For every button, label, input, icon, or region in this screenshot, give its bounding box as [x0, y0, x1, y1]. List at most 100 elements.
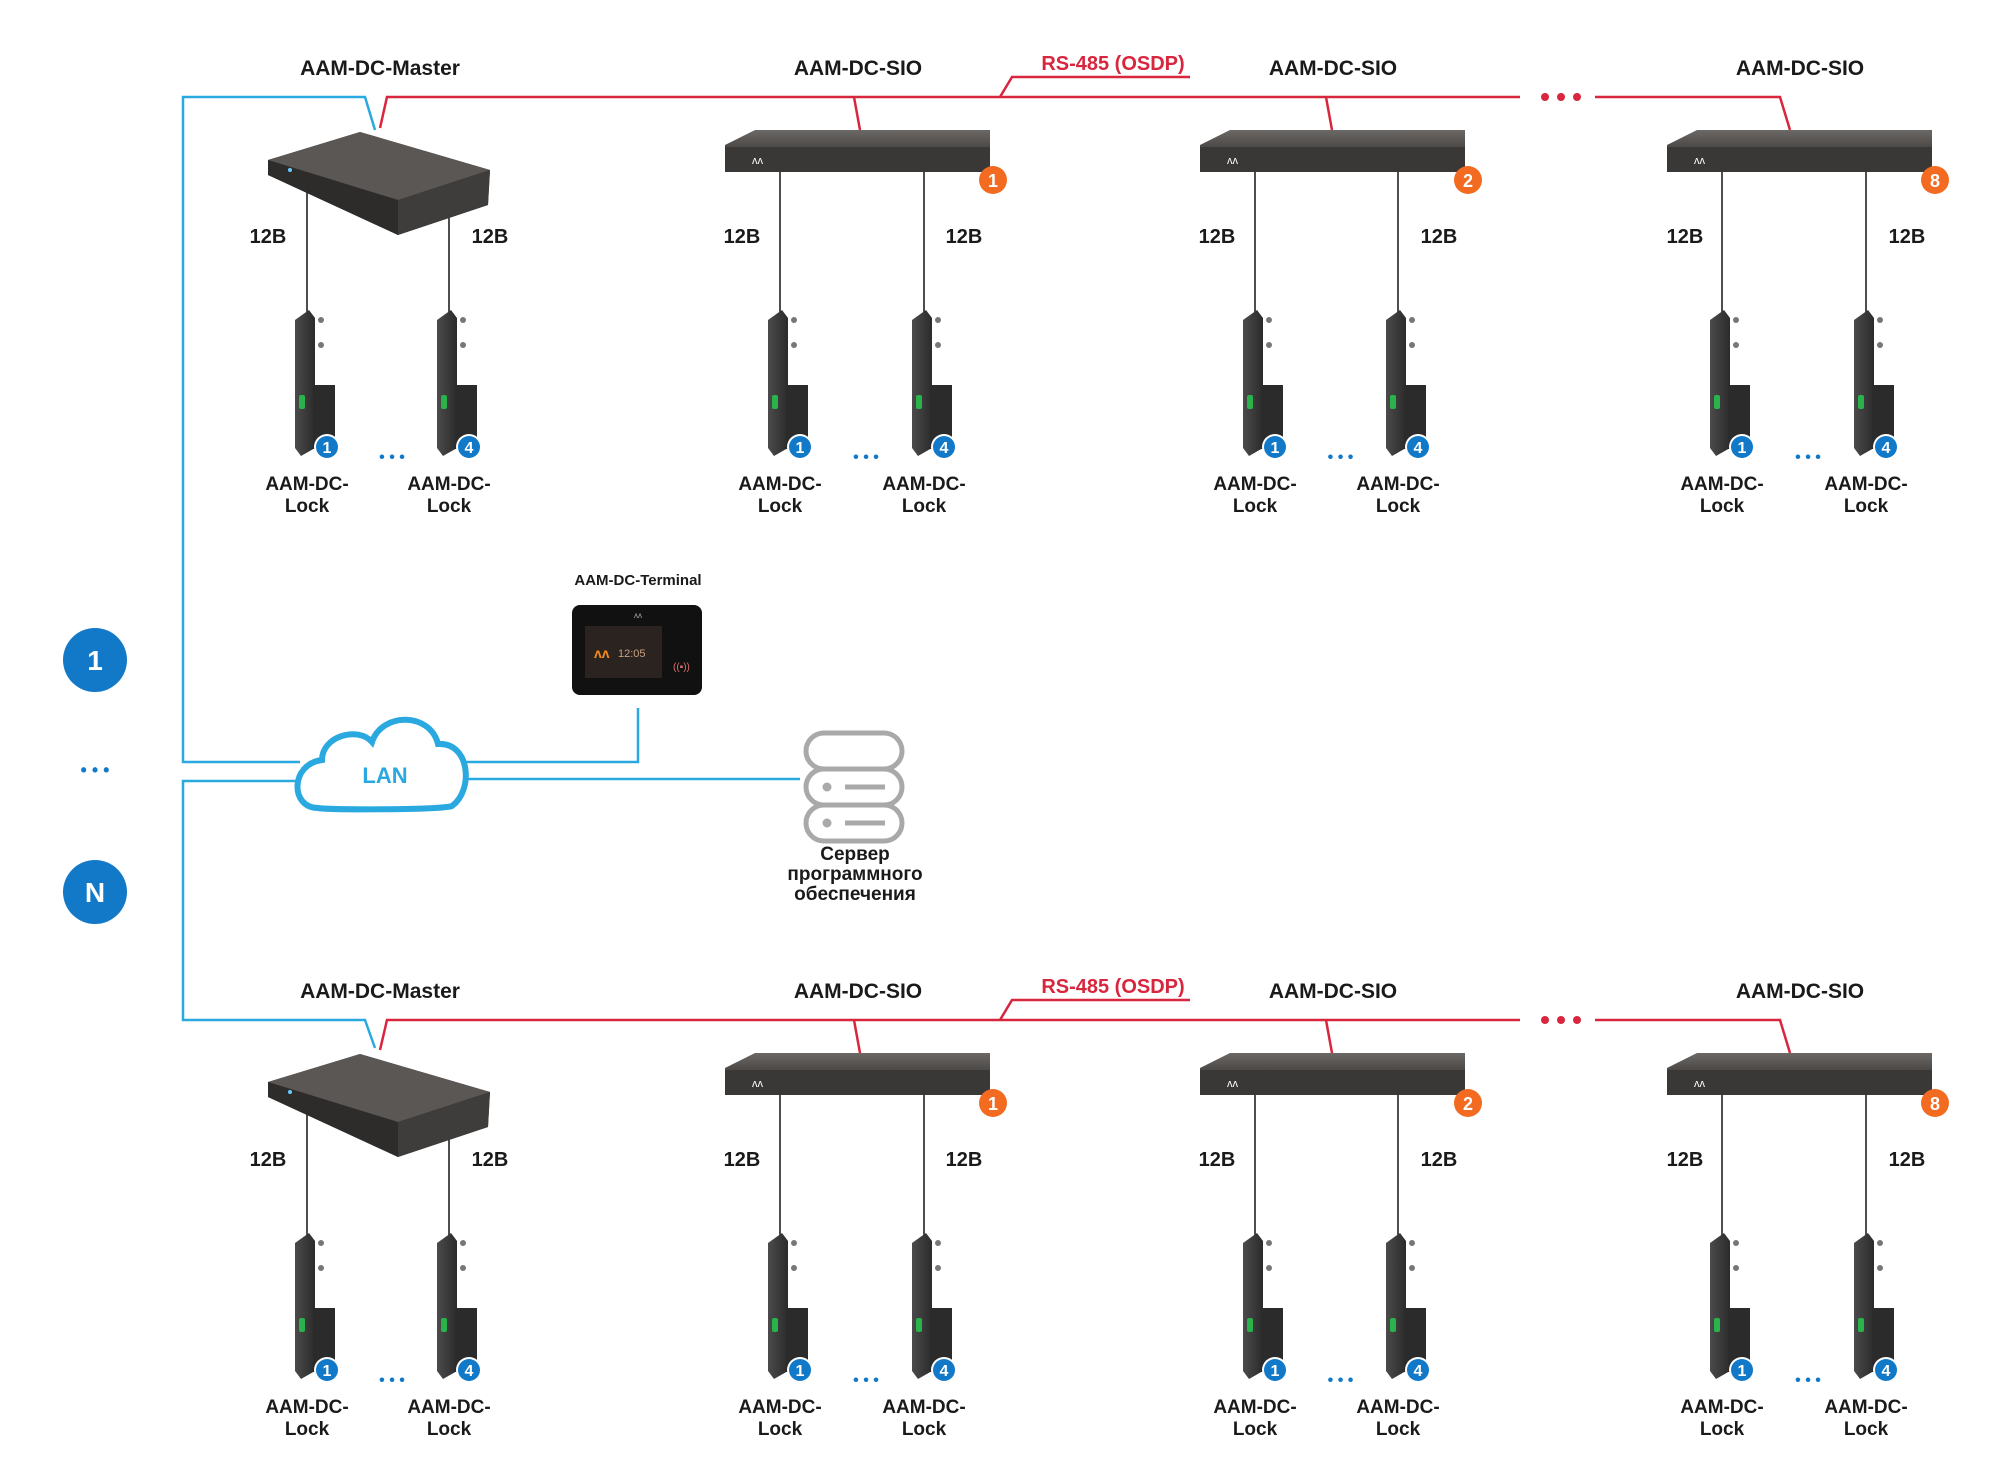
voltage-label: 12В [946, 1149, 983, 1171]
svg-text:8: 8 [1930, 171, 1940, 191]
lock-badge [1731, 436, 1753, 458]
lock-label: AAM-DC- [1824, 1397, 1907, 1418]
lock-label: Lock [1376, 1419, 1421, 1440]
terminal-logo: ʌʌ [634, 611, 642, 620]
sio-module-2: AAM-DC-SIO ʌʌ 2 [1200, 57, 1482, 194]
lock-label: Lock [1233, 1419, 1278, 1440]
segment-indicators: 1 • • • N [63, 628, 127, 924]
terminal-label: AAM-DC-Terminal [574, 572, 701, 589]
svg-text:1: 1 [988, 1094, 998, 1114]
lock-dots: • • • [1795, 1372, 1821, 1389]
master-label: AAM-DC-Master [300, 57, 460, 80]
rs485-label: RS-485 (OSDP) [1041, 53, 1184, 75]
lock-label: Lock [758, 1419, 803, 1440]
lock-badge [1875, 1359, 1897, 1381]
segment-top: AAM-DC-Master AAM-DC-SIO RS-485 (OSDP) ʌ… [268, 53, 1949, 235]
svg-text:4: 4 [1882, 440, 1891, 457]
svg-text:1: 1 [796, 1363, 805, 1380]
segment-badge-first [63, 628, 127, 692]
rs485-dots [1541, 93, 1581, 1024]
terminal-device: AAM-DC-Terminal ʌʌ 12:05 ((▪)) ʌʌ [572, 572, 702, 695]
lock-label: Lock [758, 496, 803, 517]
svg-text:2: 2 [1463, 1094, 1473, 1114]
lock-badge [1875, 436, 1897, 458]
voltage-label: 12В [472, 1149, 509, 1171]
svg-text:1: 1 [988, 171, 998, 191]
lock-label: AAM-DC- [738, 1397, 821, 1418]
lock-badge [458, 1359, 480, 1381]
terminal-screen [585, 626, 662, 678]
sio-badge [1921, 166, 1949, 194]
lock-dots: • • • [853, 1372, 879, 1389]
svg-text:8: 8 [1930, 1094, 1940, 1114]
lock-label: AAM-DC- [882, 474, 965, 495]
master-controller: AAM-DC-Master [268, 57, 490, 235]
lan-line-terminal [462, 708, 640, 764]
lock-label: Lock [1376, 496, 1421, 517]
lock-label: Lock [1700, 1419, 1745, 1440]
voltage-label: 12В [1421, 226, 1458, 248]
voltage-label: 12В [1421, 1149, 1458, 1171]
voltage-labels: 12В 12В 12В 12В 12В 12В 12В 12В 12В 12В … [250, 226, 1926, 1171]
lock-badge [789, 1359, 811, 1381]
lock-label: Lock [1844, 1419, 1889, 1440]
lock-badge [458, 436, 480, 458]
sio-badge [979, 1089, 1007, 1117]
sio-label: AAM-DC-SIO [794, 57, 922, 80]
sio-badge [1454, 166, 1482, 194]
svg-text:1: 1 [1271, 1363, 1280, 1380]
segment-dots: • • • [81, 760, 110, 780]
lock-dots: • • • [853, 449, 879, 466]
lan-cabling [181, 95, 800, 1049]
lan-line-top-master [181, 95, 377, 764]
terminal-screen-logo: ʌʌ [594, 645, 610, 661]
lock-dots: • • • [379, 449, 405, 466]
lock-badge [316, 1359, 338, 1381]
lock-label: Lock [427, 496, 472, 517]
lock-badge [789, 436, 811, 458]
lock-label: AAM-DC- [738, 474, 821, 495]
lock-badge [1407, 1359, 1429, 1381]
lock-label: Lock [1700, 496, 1745, 517]
lock-label: AAM-DC- [265, 1397, 348, 1418]
lock-label: Lock [285, 496, 330, 517]
sio-device [725, 147, 990, 172]
sio-device [1200, 147, 1465, 172]
svg-text:2: 2 [1463, 171, 1473, 191]
sio-label: AAM-DC-SIO [1736, 57, 1864, 80]
nfc-icon: ((▪)) [673, 662, 690, 673]
lock-label: Lock [427, 1419, 472, 1440]
sio-module-1: AAM-DC-SIO RS-485 (OSDP) ʌʌ 1 [725, 53, 1185, 194]
lock-dots: • • • [1328, 1372, 1354, 1389]
lock-label: AAM-DC- [1680, 474, 1763, 495]
master-controller: AAM-DC-Master [268, 980, 490, 1157]
sio-module-1: AAM-DC-SIO RS-485 (OSDP) ʌʌ 1 [725, 976, 1185, 1117]
lock-dots: • • • [1328, 449, 1354, 466]
lock-badge [1731, 1359, 1753, 1381]
sio-device [725, 1070, 990, 1095]
lan-label: LAN [362, 763, 407, 788]
sio-device [1200, 1070, 1465, 1095]
voltage-label: 12В [724, 226, 761, 248]
sio-badge [979, 166, 1007, 194]
sio-label: AAM-DC-SIO [1269, 57, 1397, 80]
lock-label: Lock [1844, 496, 1889, 517]
svg-text:1: 1 [323, 440, 332, 457]
svg-text:4: 4 [940, 440, 949, 457]
